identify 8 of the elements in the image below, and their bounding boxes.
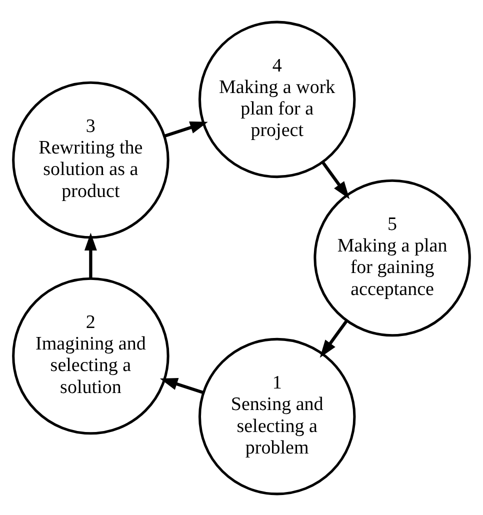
- arrow: [160, 378, 204, 394]
- arrow: [84, 232, 97, 278]
- arrow: [320, 319, 348, 358]
- node-circle: 3 Rewriting the solution as a product: [12, 80, 170, 238]
- arrow: [164, 120, 208, 138]
- arrow: [321, 160, 350, 199]
- node-circle: 4 Making a work plan for a project: [198, 20, 356, 178]
- node-circle: 2 Imagining and selecting a solution: [12, 276, 170, 434]
